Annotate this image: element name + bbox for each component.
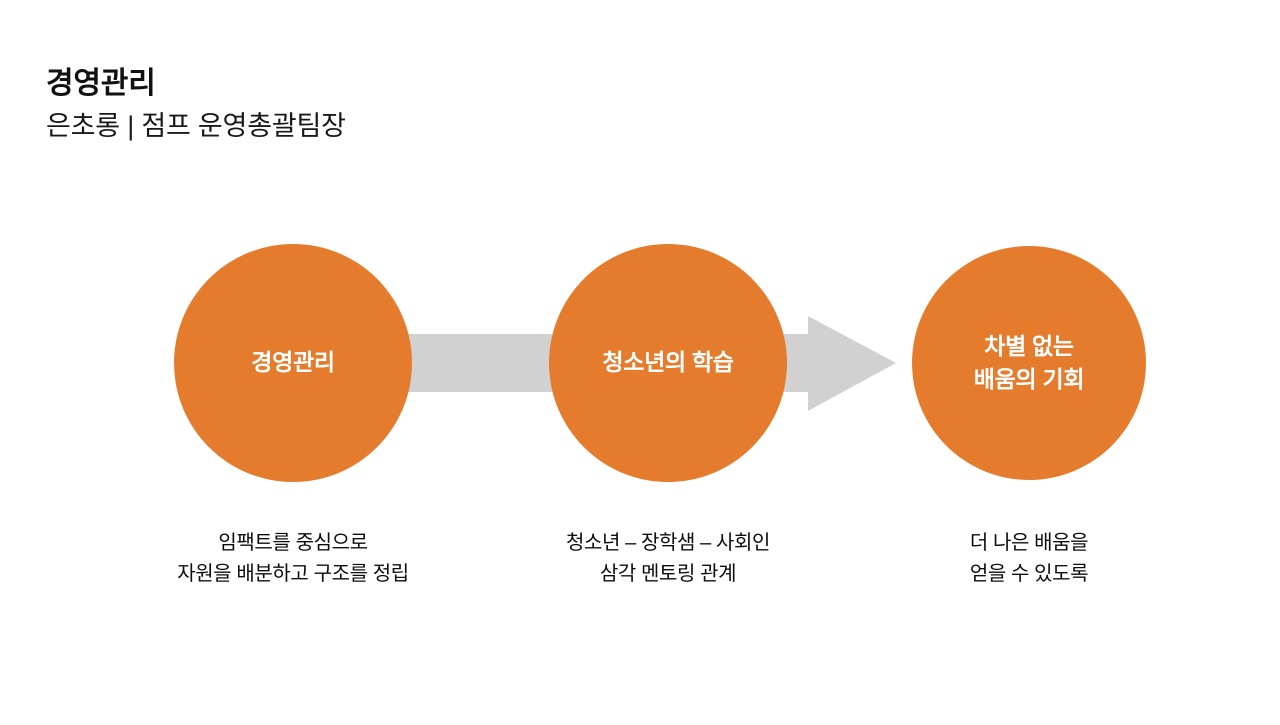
page-subtitle: 은초롱 | 점프 운영총괄팀장 <box>46 111 346 142</box>
flow-caption-3: 더 나은 배움을 얻을 수 있도록 <box>969 532 1089 585</box>
flow-circle-3-label: 차별 없는 배움의 기회 <box>973 332 1085 392</box>
flow-circle-1-label: 경영관리 <box>251 349 335 376</box>
flow-circle-2-label: 청소년의 학습 <box>602 349 734 376</box>
flow-circle-2[interactable]: 청소년의 학습 <box>549 244 787 482</box>
page-title: 경영관리 <box>46 67 156 100</box>
flow-circle-1[interactable]: 경영관리 <box>174 244 412 482</box>
slide-header: 경영관리 은초롱 | 점프 운영총괄팀장 <box>46 66 746 144</box>
flow-circle-3[interactable]: 차별 없는 배움의 기회 <box>912 246 1146 480</box>
flow-caption-1: 임팩트를 중심으로 자원을 배분하고 구조를 정립 <box>177 532 409 585</box>
flow-caption-2: 청소년 – 장학샘 – 사회인 삼각 멘토링 관계 <box>565 532 771 585</box>
